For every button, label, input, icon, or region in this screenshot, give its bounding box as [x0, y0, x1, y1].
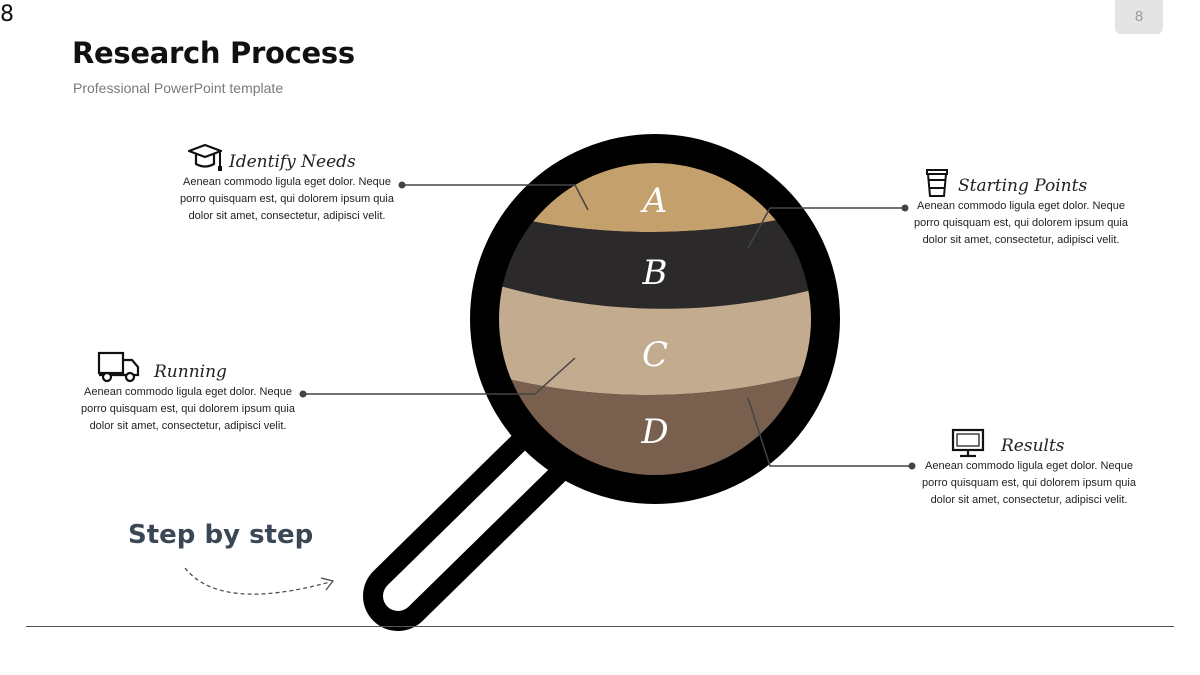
- item-title-results: Results: [1001, 436, 1065, 456]
- magnifier-handle: [363, 417, 580, 631]
- slide-subtitle: Professional PowerPoint template: [73, 80, 284, 96]
- corner-slide-number: 8: [0, 2, 14, 27]
- connector-starting-points: [747, 207, 905, 249]
- band-b: [499, 208, 811, 309]
- connector-dot-results: [908, 462, 916, 470]
- item-text-identify-needs: Aenean commodo ligula eget dolor. Neque …: [179, 176, 394, 222]
- item-running: Running Aenean commodo ligula eget dolor…: [73, 350, 303, 435]
- page-number-badge: 8: [1115, 0, 1163, 34]
- item-identify-needs: Identify Needs Aenean commodo ligula ege…: [172, 140, 402, 225]
- item-title-starting-points: Starting Points: [958, 176, 1088, 196]
- graduation-cap-icon: [187, 143, 223, 171]
- item-text-results: Aenean commodo ligula eget dolor. Neque …: [921, 460, 1136, 506]
- band-a: [499, 163, 811, 232]
- connector-running: [303, 357, 576, 395]
- connector-identify-needs: [402, 184, 589, 211]
- item-starting-points: Starting Points Aenean commodo ligula eg…: [906, 164, 1136, 249]
- item-title-running: Running: [154, 362, 227, 382]
- slide-title: Research Process: [72, 36, 355, 70]
- band-letter-d: D: [640, 412, 668, 452]
- tagline: Step by step: [128, 520, 314, 550]
- band-letter-b: B: [642, 253, 668, 293]
- connector-results: [747, 397, 912, 467]
- connector-dot-running: [299, 390, 307, 398]
- dashed-arrow: [184, 567, 335, 595]
- footer-divider: [26, 626, 1174, 627]
- item-text-starting-points: Aenean commodo ligula eget dolor. Neque …: [913, 200, 1128, 246]
- band-c: [499, 280, 811, 396]
- band-letter-c: C: [642, 335, 668, 375]
- coffee-cup-icon: [926, 169, 948, 197]
- item-results: Results Aenean commodo ligula eget dolor…: [914, 424, 1144, 509]
- truck-icon: [97, 351, 140, 383]
- connector-dot-starting-points: [901, 204, 909, 212]
- item-text-running: Aenean commodo ligula eget dolor. Neque …: [80, 386, 295, 432]
- band-letter-a: A: [640, 181, 668, 221]
- connector-dot-identify-needs: [398, 181, 406, 189]
- item-title-identify-needs: Identify Needs: [229, 152, 356, 172]
- monitor-icon: [951, 428, 985, 458]
